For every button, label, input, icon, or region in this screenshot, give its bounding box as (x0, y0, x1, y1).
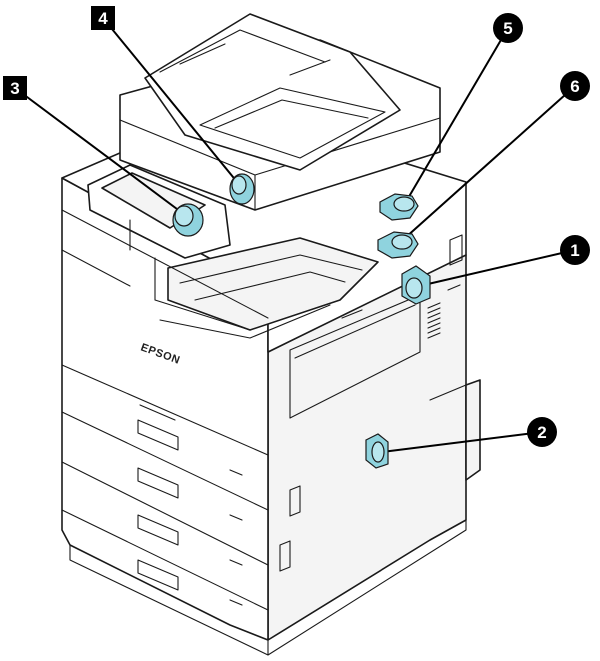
part-3-cap (172, 203, 204, 237)
front-door (289, 294, 421, 419)
part-5-cartridge (379, 193, 419, 221)
callout-4-label: 4 (98, 9, 108, 28)
leader-line-4 (102, 17, 243, 189)
leader-line-6 (404, 85, 576, 239)
leader-line-5 (406, 27, 509, 201)
callout-6-label: 6 (570, 77, 579, 96)
callouts: 1 2 3 4 5 6 (3, 6, 590, 447)
callout-1-label: 1 (570, 241, 579, 260)
leader-line-3 (14, 87, 186, 216)
callout-3: 3 (3, 76, 27, 100)
callout-2: 2 (527, 417, 557, 447)
part-1-unit (401, 265, 431, 305)
part-4-cap (229, 173, 255, 205)
callout-3-label: 3 (10, 79, 19, 98)
printer-illustration: EPSON (61, 13, 481, 656)
part-2-unit (365, 433, 389, 469)
paper-cassette-3 (61, 461, 269, 566)
callout-5-label: 5 (503, 19, 512, 38)
paper-cassette-1 (61, 364, 269, 476)
callout-4: 4 (91, 6, 115, 30)
part-6-cartridge (377, 231, 419, 259)
paper-cassette-4 (61, 509, 269, 611)
leader-line-1 (427, 249, 576, 285)
highlighted-parts (172, 173, 431, 469)
paper-cassette-2 (61, 411, 269, 521)
leader-line-2 (381, 431, 543, 453)
vent-grille (427, 302, 441, 339)
callout-1: 1 (560, 235, 590, 265)
callout-6: 6 (560, 71, 590, 101)
callout-2-label: 2 (537, 423, 546, 442)
side-attachment (465, 379, 481, 481)
leader-lines (14, 17, 576, 453)
callout-5: 5 (493, 13, 523, 43)
